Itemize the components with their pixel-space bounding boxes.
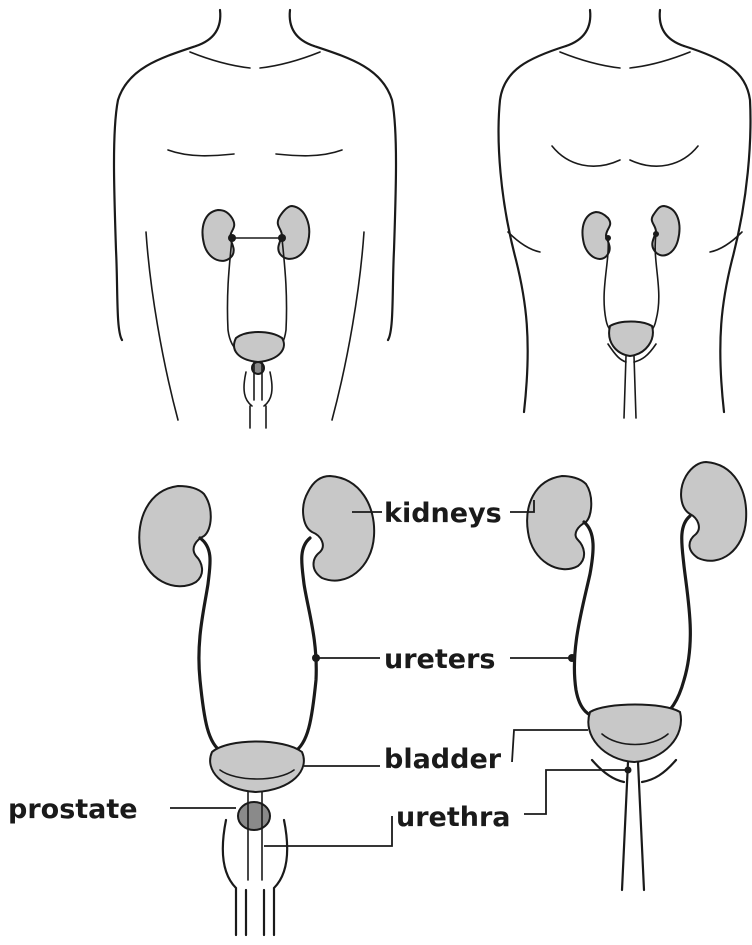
female-urethra xyxy=(622,762,644,890)
female-body-outline xyxy=(499,46,751,412)
female-small-urinary-system xyxy=(583,206,680,418)
female-small-kidney-left xyxy=(583,212,611,259)
male-ureter-right xyxy=(294,538,316,752)
male-kidney-right xyxy=(303,476,374,581)
ureters-dot-right xyxy=(568,654,576,662)
male-arm-left xyxy=(146,232,178,420)
label-urethra: urethra xyxy=(396,804,511,831)
male-neck-right xyxy=(290,10,314,46)
female-chest-left xyxy=(552,146,620,166)
female-kidney-left xyxy=(527,476,591,569)
urethra-dot-right xyxy=(625,767,632,774)
female-chest-right xyxy=(630,146,698,166)
female-groin xyxy=(592,760,676,782)
female-neck-left xyxy=(566,10,590,46)
label-bladder: bladder xyxy=(384,746,501,773)
male-chest-right xyxy=(276,150,342,156)
female-collarbone-right xyxy=(630,52,690,68)
male-arm-right xyxy=(332,232,364,420)
ureters-dot-left xyxy=(312,654,320,662)
male-collarbone-right xyxy=(260,52,320,68)
male-large-urinary-system xyxy=(139,476,374,935)
male-collarbone-left xyxy=(190,52,250,68)
male-prostate xyxy=(238,802,270,830)
female-small-bladder xyxy=(609,322,653,357)
male-small-urinary-system xyxy=(203,206,310,428)
male-penis-outline xyxy=(223,820,287,935)
female-large-urinary-system xyxy=(527,462,746,890)
bladder-leader-right xyxy=(512,730,588,762)
male-chest-left xyxy=(168,150,234,156)
male-small-bladder xyxy=(234,332,284,362)
male-bladder xyxy=(210,742,304,793)
female-kidney-right xyxy=(681,462,746,561)
male-kidney-left xyxy=(139,486,211,586)
male-neck-left xyxy=(196,10,220,46)
male-body-outline xyxy=(114,46,396,340)
label-prostate: prostate xyxy=(8,796,138,823)
female-collarbone-left xyxy=(560,52,620,68)
label-kidneys: kidneys xyxy=(384,500,502,527)
female-ureter-right xyxy=(660,516,690,718)
male-small-penis xyxy=(244,372,272,428)
female-neck-right xyxy=(660,10,684,46)
label-ureters: ureters xyxy=(384,646,495,673)
female-small-urethra xyxy=(624,356,636,418)
